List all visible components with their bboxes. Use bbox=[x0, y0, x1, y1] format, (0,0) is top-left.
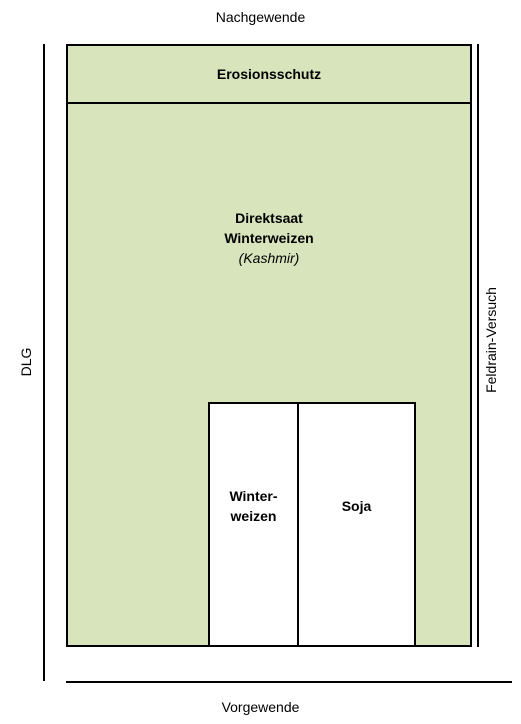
right-label-feldrain: Feldrain-Versuch bbox=[483, 287, 499, 393]
field-area: Erosionsschutz Direktsaat Winterweizen (… bbox=[66, 44, 472, 647]
bottom-boundary-line bbox=[66, 681, 512, 683]
right-boundary-line bbox=[477, 44, 479, 647]
main-label-line3: (Kashmir) bbox=[238, 250, 300, 266]
main-field-label: Direktsaat Winterweizen (Kashmir) bbox=[68, 208, 470, 268]
plot-soja-label: Soja bbox=[341, 498, 372, 514]
erosion-strip-label: Erosionsschutz bbox=[216, 66, 322, 82]
top-label-nachgewende: Nachgewende bbox=[215, 9, 306, 25]
bottom-label-vorgewende: Vorgewende bbox=[221, 699, 300, 715]
plot-winterweizen: Winter- weizen bbox=[208, 402, 299, 647]
plot-winterweizen-label-line1: Winter- bbox=[229, 488, 278, 504]
erosion-strip: Erosionsschutz bbox=[68, 46, 470, 104]
left-boundary-line bbox=[43, 44, 45, 681]
main-label-line2: Winterweizen bbox=[224, 230, 314, 246]
left-label-dlg: DLG bbox=[18, 347, 34, 377]
plot-winterweizen-label-line2: weizen bbox=[230, 508, 277, 524]
plot-soja: Soja bbox=[297, 402, 416, 647]
main-label-line1: Direktsaat bbox=[235, 210, 303, 226]
